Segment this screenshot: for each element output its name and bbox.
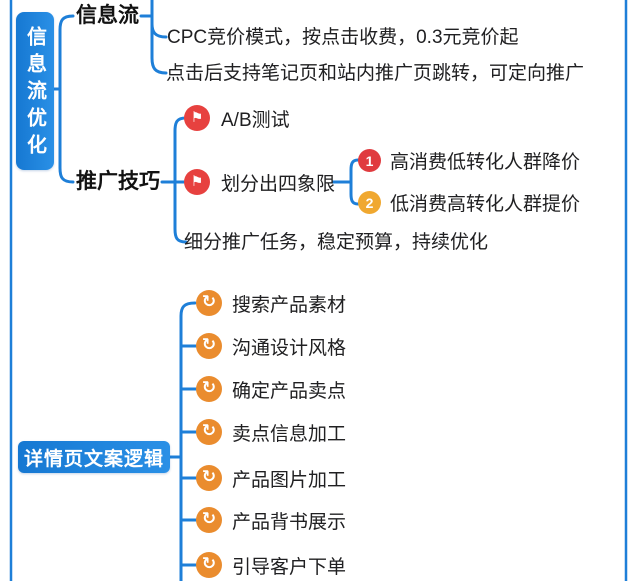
- detail-item-label: 产品图片加工: [232, 469, 347, 491]
- detail-item-label: 产品背书展示: [232, 511, 347, 533]
- detail-item-label: 引导客户下单: [232, 556, 347, 578]
- rotate-clockwise-icon: ↻: [196, 333, 222, 359]
- rotate-clockwise-icon: ↻: [196, 507, 222, 533]
- leaf-quadrant-child-2: 2 低消费高转化人群提价: [358, 191, 581, 215]
- detail-list-item: ↻ 沟通设计风格: [196, 333, 346, 359]
- detail-list-item: ↻ 产品图片加工: [196, 465, 346, 491]
- detail-item-label: 卖点信息加工: [232, 423, 347, 445]
- branch-label-infoflow: 信息流: [76, 4, 139, 27]
- leaf-quadrant: ⚑ 划分出四象限: [184, 169, 335, 195]
- rotate-clockwise-icon: ↻: [196, 465, 222, 491]
- root-node-infoflow-optimization: 信息流优化: [16, 12, 54, 170]
- number-2-icon: 2: [358, 191, 381, 214]
- detail-list-item: ↻ 确定产品卖点: [196, 376, 346, 402]
- leaf-ab-test-label: A/B测试: [221, 109, 290, 131]
- leaf-quadrant-label: 划分出四象限: [221, 173, 336, 195]
- leaf-quadrant-child-2-label: 低消费高转化人群提价: [390, 194, 581, 215]
- rotate-clockwise-icon: ↻: [196, 290, 222, 316]
- leaf-ab-test: ⚑ A/B测试: [184, 105, 290, 131]
- detail-list-item: ↻ 卖点信息加工: [196, 419, 346, 445]
- leaf-click-jump: 点击后支持笔记页和站内推广页跳转，可定向推广: [166, 63, 585, 84]
- detail-item-label: 搜索产品素材: [232, 294, 347, 316]
- leaf-quadrant-child-1-label: 高消费低转化人群降价: [390, 152, 581, 173]
- flag-icon: ⚑: [184, 169, 210, 195]
- branch-label-promo-skills: 推广技巧: [76, 170, 160, 193]
- detail-item-label: 沟通设计风格: [232, 337, 347, 359]
- detail-item-label: 确定产品卖点: [232, 380, 347, 402]
- detail-list-item: ↻ 引导客户下单: [196, 552, 346, 578]
- flag-icon: ⚑: [184, 105, 210, 131]
- detail-list-item: ↻ 产品背书展示: [196, 507, 346, 533]
- rotate-clockwise-icon: ↻: [196, 419, 222, 445]
- rotate-clockwise-icon: ↻: [196, 552, 222, 578]
- detail-list-item: ↻ 搜索产品素材: [196, 290, 346, 316]
- leaf-cpc-bidding: CPC竞价模式，按点击收费，0.3元竞价起: [167, 27, 519, 48]
- leaf-quadrant-child-1: 1 高消费低转化人群降价: [358, 149, 581, 173]
- rotate-clockwise-icon: ↻: [196, 376, 222, 402]
- root-node-detail-page-copy: 详情页文案逻辑: [18, 441, 170, 473]
- leaf-subdivide-tasks: 细分推广任务，稳定预算，持续优化: [184, 232, 489, 253]
- number-1-icon: 1: [358, 149, 381, 172]
